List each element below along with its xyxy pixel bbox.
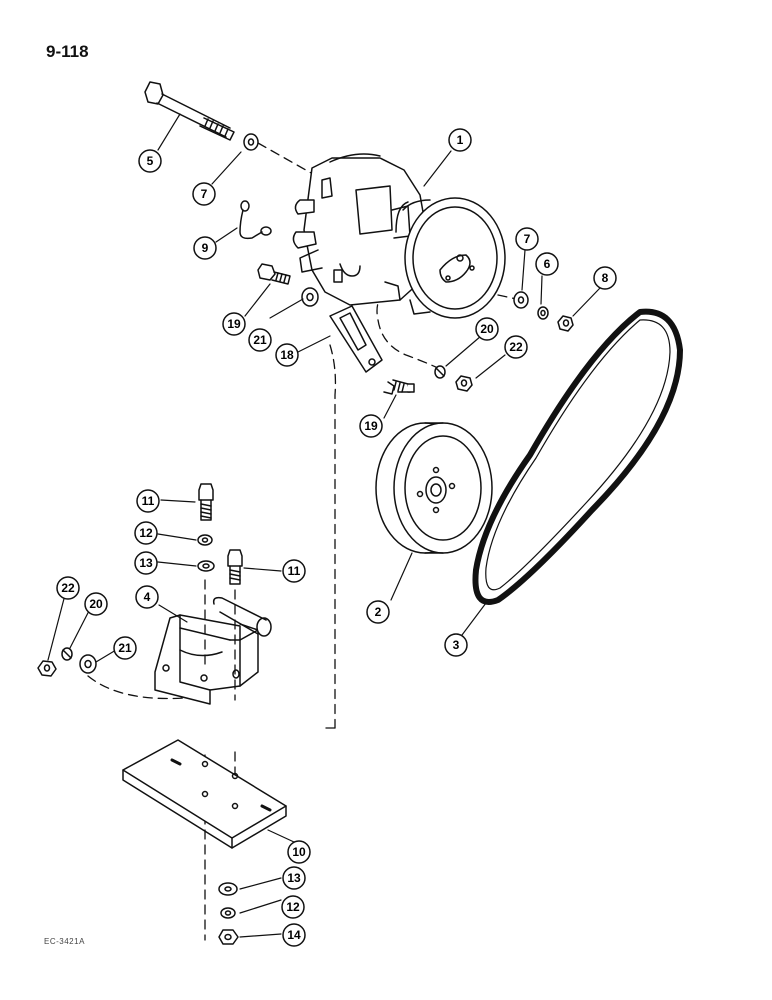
callout-label: 2 [375, 605, 382, 619]
callout-label: 14 [287, 928, 301, 942]
callout-20-lower: 20 [84, 592, 108, 616]
callout-4: 4 [135, 585, 159, 609]
callout-label: 21 [118, 641, 132, 655]
mount-nut-set [37, 647, 97, 677]
callout-7-left: 7 [192, 182, 216, 206]
callout-22-upper: 22 [504, 335, 528, 359]
callout-14: 14 [282, 923, 306, 947]
callout-label: 3 [453, 638, 460, 652]
callout-label: 6 [544, 257, 551, 271]
callout-1: 1 [448, 128, 472, 152]
callout-label: 12 [286, 900, 300, 914]
adjusting-strap [329, 305, 383, 373]
callout-label: 20 [480, 322, 494, 336]
compressor [292, 153, 506, 319]
washer-left [243, 133, 259, 151]
callout-label: 12 [139, 526, 153, 540]
callout-label: 20 [89, 597, 103, 611]
callout-label: 8 [602, 271, 609, 285]
callout-label: 22 [509, 340, 523, 354]
callout-11-left: 11 [136, 489, 160, 513]
callout-label: 11 [288, 564, 301, 578]
callout-label: 19 [227, 317, 241, 331]
mount-bolt-right [227, 549, 243, 585]
callout-21-upper: 21 [248, 328, 272, 352]
upper-nut-set [434, 365, 473, 392]
long-bolt [144, 81, 235, 141]
callout-label: 22 [61, 581, 75, 595]
mounting-bracket [154, 596, 272, 705]
callout-10: 10 [287, 840, 311, 864]
callout-8: 8 [593, 266, 617, 290]
callout-label: 4 [144, 590, 151, 604]
drawing-code: EC-3421A [44, 937, 85, 946]
callout-3: 3 [444, 633, 468, 657]
callout-18: 18 [275, 343, 299, 367]
v-belt [472, 308, 683, 605]
callout-12-upper: 12 [134, 521, 158, 545]
callout-7-right: 7 [515, 227, 539, 251]
base-plate [122, 739, 287, 849]
bracket-bolt-lower [383, 379, 415, 395]
callout-label: 5 [147, 154, 154, 168]
callout-12-lower: 12 [281, 895, 305, 919]
callout-label: 11 [142, 494, 155, 508]
callout-21-lower: 21 [113, 636, 137, 660]
callout-label: 21 [253, 333, 267, 347]
bracket-bolt-upper [257, 263, 291, 285]
callouts: 1 2 3 4 5 6 7 7 8 9 10 11 11 12 12 13 13… [56, 128, 617, 947]
callout-label: 7 [201, 187, 208, 201]
callout-label: 13 [287, 871, 301, 885]
callout-label: 18 [280, 348, 294, 362]
callout-label: 9 [202, 241, 209, 255]
callout-5: 5 [138, 149, 162, 173]
callout-label: 7 [524, 232, 531, 246]
callout-20-upper: 20 [475, 317, 499, 341]
callout-13-upper: 13 [134, 551, 158, 575]
page-number: 9-118 [46, 42, 89, 61]
callout-19-lower: 19 [359, 414, 383, 438]
plate-hardware [218, 882, 239, 945]
callout-label: 10 [292, 845, 306, 859]
callout-label: 19 [364, 419, 378, 433]
mount-bolt-left [197, 483, 215, 572]
ground-wire [239, 200, 272, 240]
front-hardware [513, 291, 574, 332]
callout-9: 9 [193, 236, 217, 260]
callout-6: 6 [535, 252, 559, 276]
callout-19-upper: 19 [222, 312, 246, 336]
callout-label: 1 [457, 133, 464, 147]
leader-lines [47, 113, 601, 938]
callout-13-lower: 13 [282, 866, 306, 890]
callout-22-lower: 22 [56, 576, 80, 600]
washer-upper [301, 287, 319, 307]
callout-11-right: 11 [282, 559, 306, 583]
callout-2: 2 [366, 600, 390, 624]
callout-label: 13 [139, 556, 153, 570]
crankshaft-pulley [375, 422, 493, 554]
